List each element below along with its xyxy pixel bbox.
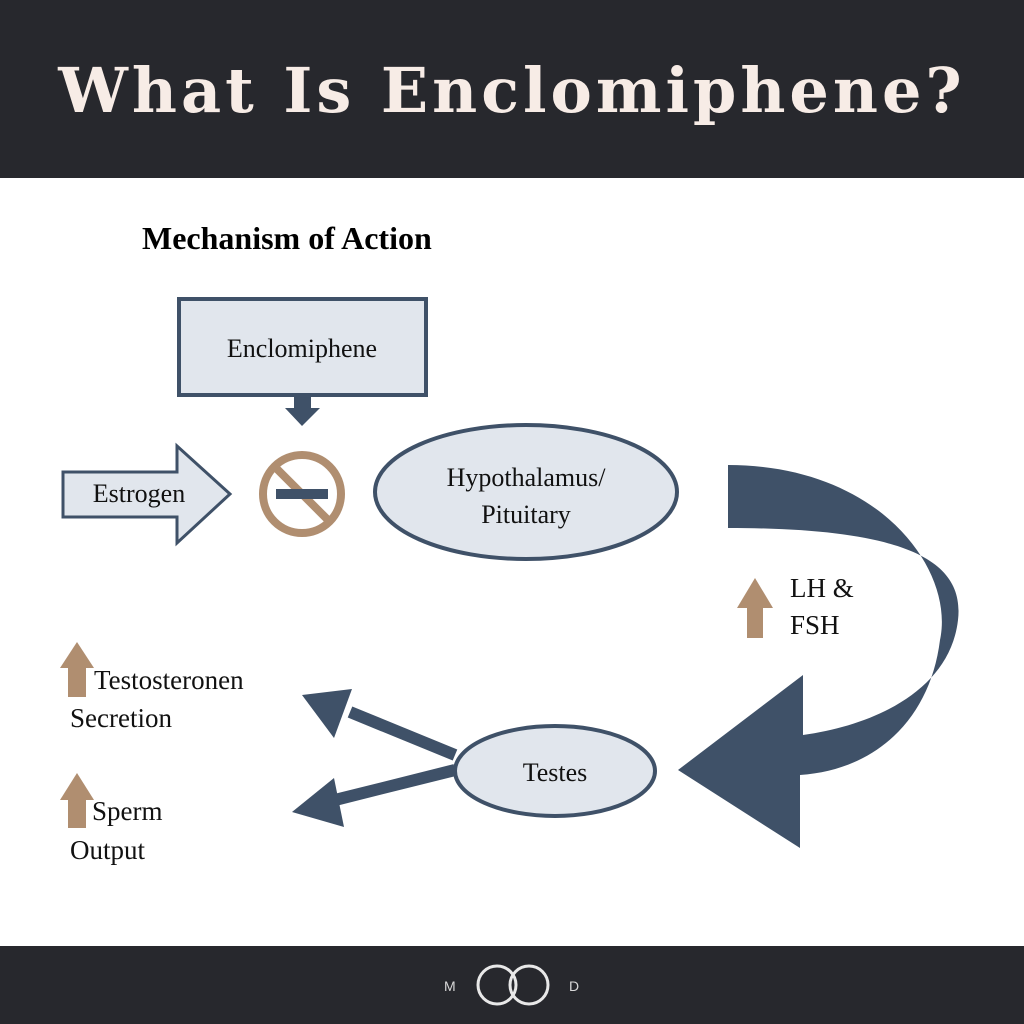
testosterone-label-line1: Testosteronen (94, 665, 244, 695)
logo-letter-right: D (569, 978, 580, 994)
feedback-curved-arrow (678, 465, 959, 848)
testes-label: Testes (523, 758, 588, 787)
enclomiphene-node: Enclomiphene (177, 297, 428, 397)
testes-output-arrows (292, 689, 458, 827)
logo-letter-left: M (444, 978, 456, 994)
hypothalamus-label-line1: Hypothalamus/ (447, 463, 607, 492)
testes-node: Testes (453, 724, 657, 818)
testosterone-label-line2: Secretion (70, 703, 172, 733)
infinity-icon (476, 964, 550, 1006)
testosterone-indicator: Testosteronen Secretion (60, 642, 244, 733)
sperm-indicator: Sperm Output (60, 773, 163, 865)
lh-label-line2: FSH (790, 610, 840, 640)
up-arrow-icon (737, 578, 773, 608)
enclomiphene-down-arrow (285, 395, 320, 426)
prohibition-icon (259, 451, 345, 537)
lh-label-line1: LH & (790, 573, 854, 603)
lh-fsh-indicator: LH & FSH (737, 573, 854, 640)
up-arrow-icon (60, 773, 94, 800)
page-title: What Is Enclomiphene? (58, 54, 966, 127)
header-bar: What Is Enclomiphene? (0, 0, 1024, 178)
estrogen-node: Estrogen (61, 442, 233, 547)
hypothalamus-node: Hypothalamus/ Pituitary (373, 423, 679, 561)
estrogen-label: Estrogen (93, 479, 185, 508)
up-arrow-icon (60, 642, 94, 668)
enclomiphene-label: Enclomiphene (227, 334, 377, 363)
diagram-subtitle: Mechanism of Action (142, 220, 432, 256)
hypothalamus-label-line2: Pituitary (481, 500, 571, 529)
sperm-label-line2: Output (70, 835, 146, 865)
sperm-label-line1: Sperm (92, 796, 163, 826)
footer-bar (0, 946, 1024, 1024)
